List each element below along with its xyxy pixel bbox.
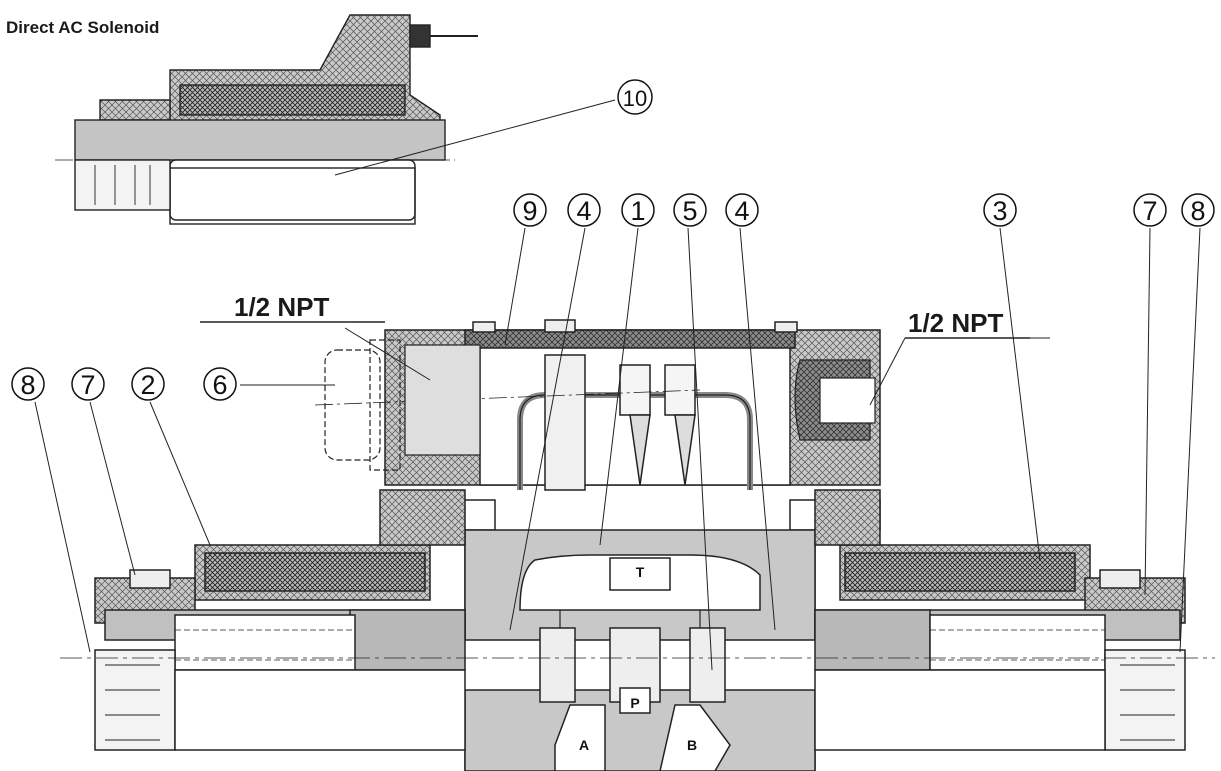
port-b-label: B bbox=[687, 737, 697, 753]
svg-text:8: 8 bbox=[20, 370, 35, 400]
svg-text:6: 6 bbox=[212, 370, 227, 400]
svg-text:4: 4 bbox=[734, 196, 749, 226]
callout-3: 3 bbox=[983, 193, 1017, 227]
port-t-label: T bbox=[636, 564, 645, 580]
port-b-channel bbox=[659, 704, 731, 771]
callout-2: 2 bbox=[131, 367, 165, 401]
svg-text:8: 8 bbox=[1190, 196, 1205, 226]
callout-8-right: 8 bbox=[1181, 193, 1215, 227]
svg-text:9: 9 bbox=[522, 196, 537, 226]
svg-text:7: 7 bbox=[1142, 196, 1157, 226]
part-numbers: 8 7 2 6 9 4 1 5 4 3 7 8 10 bbox=[11, 79, 1215, 401]
inset-nut bbox=[74, 159, 171, 211]
inset-coil bbox=[179, 84, 406, 116]
callout-9: 9 bbox=[513, 193, 547, 227]
inset-body bbox=[74, 119, 446, 161]
callout-4-left: 4 bbox=[567, 193, 601, 227]
armature-right bbox=[929, 614, 1106, 671]
coil-right bbox=[844, 552, 1076, 592]
svg-text:4: 4 bbox=[576, 196, 591, 226]
svg-text:3: 3 bbox=[992, 196, 1007, 226]
cover-top-plate bbox=[464, 329, 796, 349]
nut-right bbox=[1104, 649, 1186, 751]
svg-text:10: 10 bbox=[623, 86, 647, 111]
callout-10: 10 bbox=[617, 79, 653, 115]
callout-8-left: 8 bbox=[11, 367, 45, 401]
callout-1: 1 bbox=[621, 193, 655, 227]
port-p-channel bbox=[619, 687, 651, 714]
port-left bbox=[404, 344, 481, 456]
port-a-channel bbox=[554, 704, 606, 771]
solenoid-right bbox=[814, 489, 1186, 751]
npt-label-right: 1/2 NPT bbox=[908, 308, 1004, 338]
npt-label-left: 1/2 NPT bbox=[234, 292, 330, 322]
svg-text:1: 1 bbox=[630, 196, 645, 226]
port-p-label: P bbox=[630, 695, 639, 711]
ac-solenoid-inset bbox=[55, 14, 478, 225]
plug-left bbox=[324, 339, 401, 471]
callout-5: 5 bbox=[673, 193, 707, 227]
leader-lines bbox=[34, 227, 1201, 671]
solenoid-left bbox=[94, 489, 466, 751]
figure-title: Direct AC Solenoid bbox=[6, 18, 160, 37]
svg-text:5: 5 bbox=[682, 196, 697, 226]
svg-text:7: 7 bbox=[80, 370, 95, 400]
port-labels: T P A B bbox=[579, 564, 697, 753]
callout-7-right: 7 bbox=[1133, 193, 1167, 227]
inset-tube bbox=[169, 159, 416, 221]
coil-left bbox=[204, 552, 426, 592]
port-a-label: A bbox=[579, 737, 589, 753]
port-right bbox=[794, 359, 876, 441]
armature-left bbox=[174, 614, 356, 671]
nut-left bbox=[94, 649, 176, 751]
inset-connector bbox=[409, 24, 431, 48]
callout-7-left: 7 bbox=[71, 367, 105, 401]
callout-6: 6 bbox=[203, 367, 237, 401]
inset-bracket bbox=[99, 99, 171, 121]
valve-body bbox=[380, 499, 881, 771]
leader-10 bbox=[334, 99, 616, 176]
rectifier-board bbox=[544, 354, 586, 491]
svg-text:2: 2 bbox=[140, 370, 155, 400]
callout-4-right: 4 bbox=[725, 193, 759, 227]
